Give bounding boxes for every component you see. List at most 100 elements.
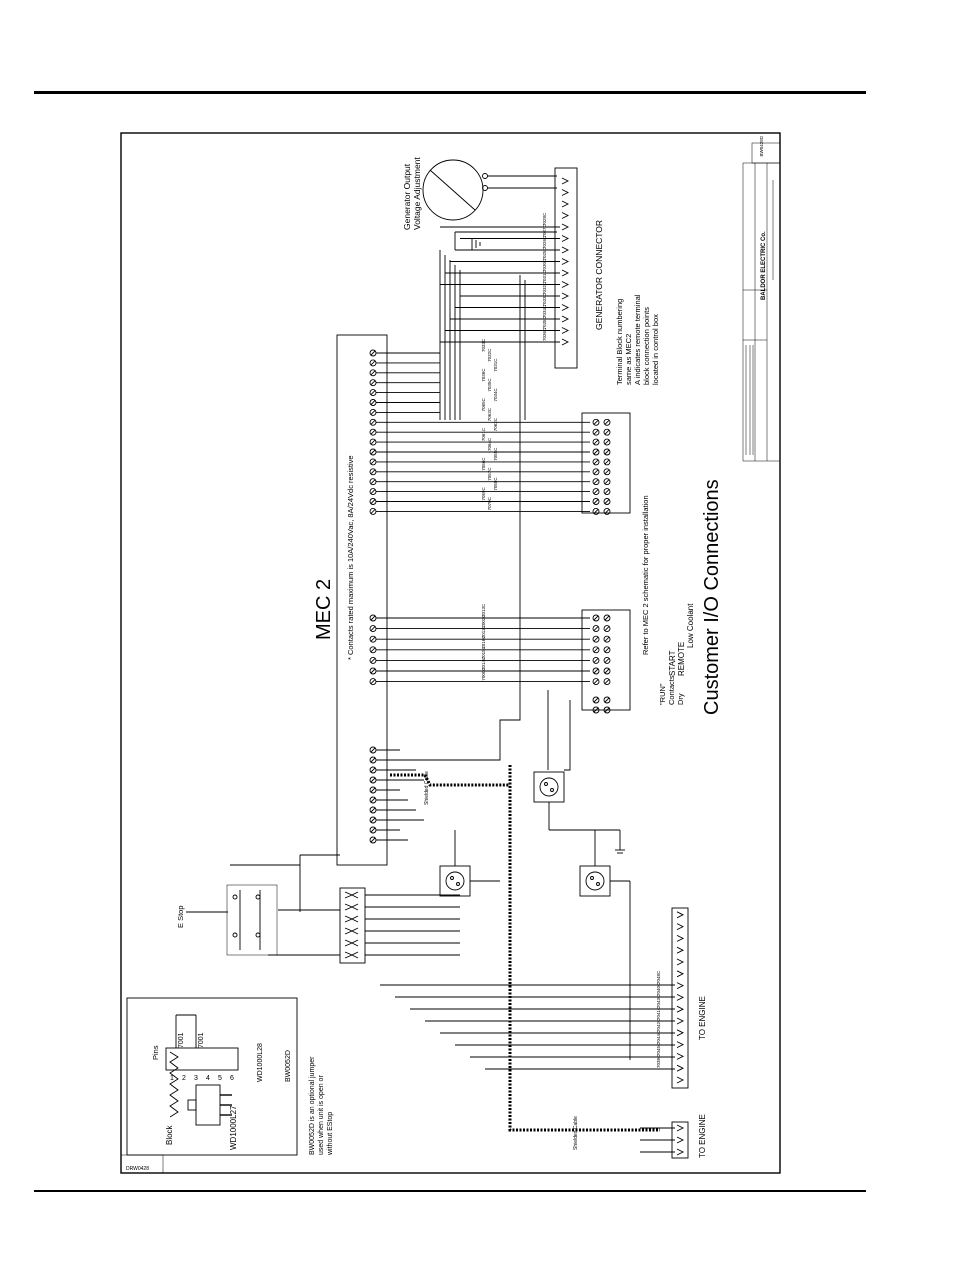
customer-upper-screw — [592, 428, 600, 436]
mec2-bottom-screw — [369, 776, 377, 784]
customer-lower-screw — [603, 706, 611, 714]
wire-label: 7056C — [481, 457, 486, 471]
wire-label: 7063C — [487, 407, 492, 421]
gen-pin — [561, 258, 570, 265]
customer-lower-screw — [603, 696, 611, 704]
gen-pin — [561, 281, 570, 288]
engine-pin — [676, 982, 685, 990]
svg-text:same as MEC2: same as MEC2 — [624, 334, 633, 385]
svg-text:REMOTE: REMOTE — [677, 642, 686, 676]
customer-lower-screw — [603, 678, 611, 686]
wire-label: 7040C — [656, 982, 661, 996]
mec2-upper-screw — [369, 507, 377, 515]
wire-label: 7043C — [656, 994, 661, 1008]
wire-label: 7059C — [481, 486, 486, 500]
wire-label: 7027C — [542, 223, 547, 237]
drawing-number-box — [751, 142, 781, 164]
customer-lower-terminals — [592, 614, 611, 714]
customer-upper-screw — [603, 458, 611, 466]
jumper-pin — [344, 891, 354, 899]
gen-pin — [561, 269, 570, 277]
customer-lower-screw — [592, 706, 600, 714]
ground-symbol-top — [454, 231, 557, 250]
jumper-pin — [350, 903, 359, 911]
mec2-upper-screw — [369, 458, 377, 466]
bus-line — [400, 420, 521, 761]
mec2-lower-screw — [369, 614, 377, 622]
customer-upper-screw — [603, 488, 611, 496]
mec2-lower-screw — [369, 678, 377, 686]
wire-label: 7041C — [656, 1006, 661, 1020]
shielded-cable-mec — [390, 773, 510, 787]
wire-label: 7031C — [542, 269, 547, 283]
wire-label: 7048C — [656, 970, 661, 984]
mec2-upper-screw — [369, 379, 377, 387]
engine-pin — [676, 1052, 685, 1060]
jumper-pin — [350, 939, 359, 947]
mec2-upper-screw — [369, 389, 377, 397]
mec2-terminal-block — [336, 334, 388, 866]
pin-number: 6 — [230, 1075, 234, 1082]
mec2-bottom-screw — [369, 836, 377, 844]
shielded-cable-label-1: Shielded Cable — [424, 771, 430, 805]
mec2-bottom-screw — [369, 806, 377, 814]
wire-label: 7035C — [487, 378, 492, 392]
bottom-rule — [34, 1190, 866, 1192]
wire-label: 7057C — [487, 467, 492, 481]
estop-label: E Stop — [176, 905, 185, 928]
jumper-pin — [344, 951, 354, 959]
customer-upper-screw — [592, 507, 600, 515]
drawing-border — [120, 132, 781, 1174]
mec2-lower-screw — [369, 656, 377, 664]
jumper-pin — [344, 939, 354, 947]
voltage-adjust-pot — [422, 159, 557, 221]
jumper-note: BW0052D is an optional jumper used when … — [309, 1056, 334, 1156]
mec2-bottom-screw — [369, 766, 377, 774]
gen-pin — [561, 223, 570, 231]
mec2-bottom-screw — [369, 826, 377, 834]
wire-label: 7070C — [487, 496, 492, 510]
customer-lower-screw — [603, 635, 611, 643]
gen-pin — [561, 315, 570, 323]
wire-label: 7036C — [542, 327, 547, 341]
mec2-upper-screw — [369, 408, 377, 416]
mec2-upper-screw — [369, 399, 377, 406]
mec2-bottom-screw — [369, 756, 377, 764]
wire-label: 7065C — [481, 397, 486, 411]
terminal-numbering-note: Terminal Block numbering same as MEC2 A … — [615, 294, 660, 385]
wire-harness: 7033C7032C7031C7036C7035C7034C7065C7063C… — [365, 212, 675, 1153]
svg-text:Voltage Adjustment: Voltage Adjustment — [412, 157, 422, 230]
engine-pin — [676, 993, 685, 1001]
mec2-bottom-screw — [369, 786, 377, 794]
mec2-upper-screw — [369, 448, 377, 456]
part-number-pins: WD1000L28 — [257, 1043, 264, 1082]
wire-label: 7061C — [481, 427, 486, 441]
jumper-plug-pins — [344, 891, 359, 959]
customer-upper-terminals — [592, 418, 611, 515]
customer-lower-screw — [603, 667, 611, 675]
customer-lower-screw — [592, 696, 600, 704]
mec2-upper-terminals — [369, 349, 377, 515]
gen-pin — [561, 246, 570, 254]
mec2-bottom-screw — [369, 746, 377, 754]
wire-label: 7055C — [493, 447, 498, 461]
wire-label: 7062C — [493, 417, 498, 431]
relay-middle-left — [439, 865, 471, 897]
gen-pin — [561, 189, 570, 196]
svg-text:Contacts: Contacts — [667, 675, 676, 705]
to-engine-label-2: TO ENGINE — [698, 1114, 707, 1158]
svg-text:Dry: Dry — [676, 693, 685, 705]
wire-label: 7032C — [542, 281, 547, 295]
svg-text:used when unit is open or: used when unit is open or — [318, 1075, 325, 1155]
drawing-number-top: BW0428D — [759, 135, 764, 156]
customer-lower-screw — [592, 656, 600, 664]
engine-pin — [676, 1029, 685, 1037]
company-name: BALDOR ELECTRIC Co. — [761, 231, 767, 300]
wire-label: 7031C — [493, 358, 498, 372]
svg-text:without EStop: without EStop — [327, 1112, 334, 1156]
customer-upper-screw — [592, 418, 600, 426]
gen-pin — [561, 212, 570, 219]
engine-pin — [676, 911, 685, 919]
jumper-pin — [344, 927, 354, 935]
diagram-title: MEC 2 — [313, 579, 335, 640]
